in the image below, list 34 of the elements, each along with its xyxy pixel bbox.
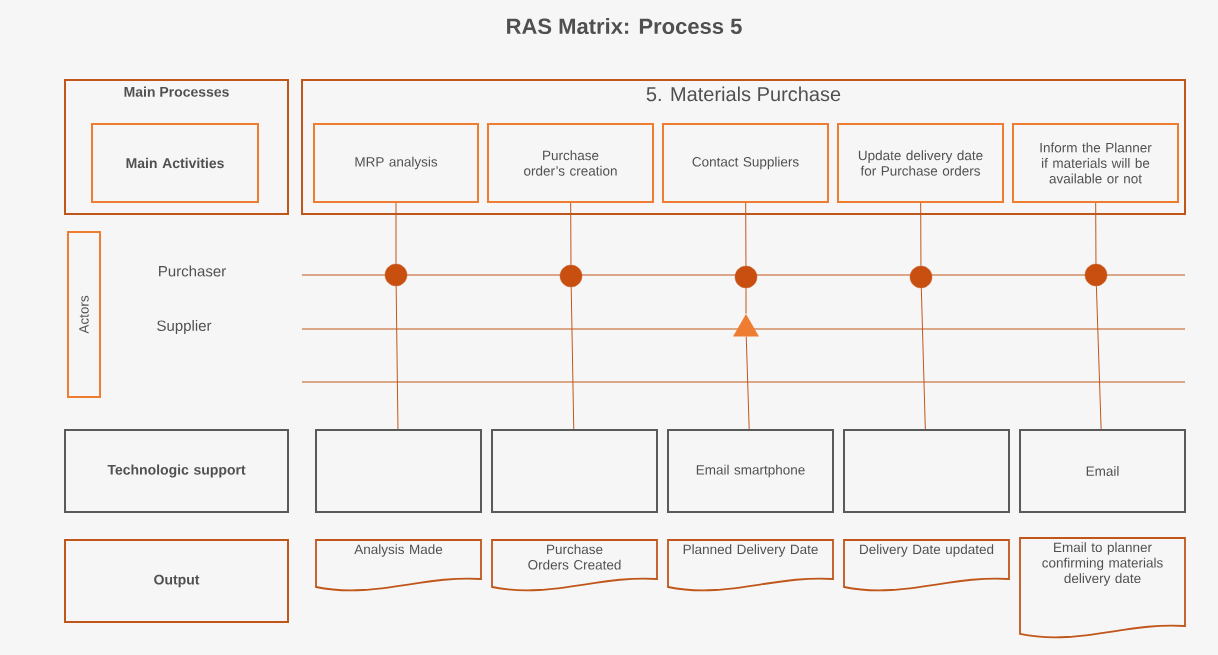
connector-line: [1095, 202, 1097, 265]
actors-box: Actors: [67, 231, 101, 398]
support-triangle: [733, 314, 759, 337]
connector-line: [745, 202, 747, 267]
support-box: [491, 429, 658, 513]
connector-line: [745, 336, 750, 430]
activity-box: Update delivery date for Purchase orders: [837, 123, 1004, 203]
activity-box: Contact Suppliers: [662, 123, 829, 203]
support-box: Technologic support: [64, 429, 289, 513]
responsibility-dot: [384, 263, 408, 287]
connector-line: [395, 202, 397, 265]
connector-line: [920, 202, 922, 267]
connector-line: [570, 286, 575, 430]
activity-box: Inform the Planner if materials will be available or not: [1012, 123, 1179, 203]
responsibility-dot: [1084, 263, 1108, 287]
activity-box: Main Activities: [91, 123, 259, 203]
connector-line: [570, 202, 572, 266]
activity-box: Purchase order’s creation: [487, 123, 654, 203]
actor-label: Purchaser: [159, 265, 226, 277]
support-box: [315, 429, 482, 513]
support-box: Email: [1019, 429, 1186, 513]
connector-line: [745, 287, 747, 315]
connector-line: [1095, 285, 1102, 430]
connector-line: [395, 285, 399, 430]
activity-box: MRP analysis: [313, 123, 479, 203]
title: RAS Matrix: Process 5: [507, 17, 742, 35]
support-box: [843, 429, 1010, 513]
connector-line: [920, 287, 926, 430]
responsibility-dot: [559, 264, 583, 288]
support-box: Email smartphone: [667, 429, 834, 513]
actor-label: Supplier: [157, 320, 212, 334]
row-header-box: Output: [64, 539, 289, 623]
responsibility-dot: [734, 265, 758, 289]
responsibility-dot: [909, 265, 933, 289]
